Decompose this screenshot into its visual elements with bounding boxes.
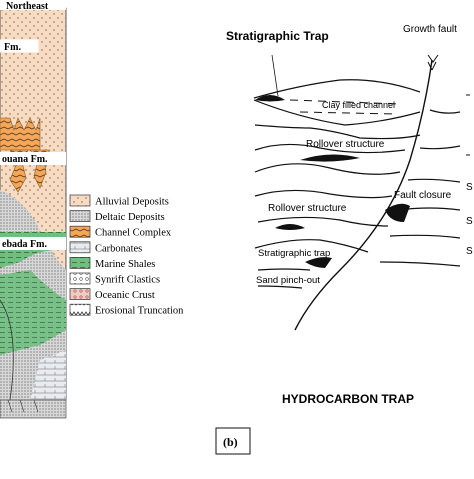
- layer-line: [389, 234, 461, 239]
- layer-line: [257, 285, 303, 289]
- layer-line: [419, 145, 461, 150]
- layer-line: [253, 99, 421, 126]
- legend-swatch-carbonates: [69, 241, 91, 254]
- trap-title: Stratigraphic Trap: [226, 29, 329, 43]
- growth-fault-label: Growth fault: [403, 24, 457, 35]
- trap-blob: [275, 224, 305, 230]
- layer-line: [257, 216, 389, 227]
- figure-caption: HYDROCARBON TRAP: [282, 392, 414, 406]
- left-cross-section: Fm. ouana Fm. ebada Fm. Northeast: [0, 0, 67, 419]
- legend-swatch-oceanic: [69, 288, 91, 300]
- layer-line: [407, 178, 461, 183]
- trap-blob: [305, 257, 332, 268]
- legend-label-marine: Marine Shales: [95, 259, 155, 270]
- clay-channel-label: Clay filled channel: [322, 100, 395, 110]
- layer-line: [254, 143, 406, 154]
- fault-closure-label: Fault closure: [394, 190, 452, 201]
- edge-letter-2: S: [466, 216, 473, 227]
- panel-label-box: [215, 427, 251, 455]
- formation-label-box-2: [0, 152, 66, 165]
- trap-blob: [255, 95, 285, 102]
- formation-label-2: ouana Fm.: [2, 154, 48, 165]
- trap-blob: [300, 154, 360, 162]
- legend-label-oceanic: Oceanic Crust: [95, 290, 155, 301]
- legend-label-deltaic: Deltaic Deposits: [95, 212, 165, 223]
- layer-line: [254, 189, 393, 199]
- legend-label-carbonates: Carbonates: [95, 243, 142, 254]
- formation-label-1: Fm.: [4, 42, 21, 53]
- legend-label-channel: Channel Complex: [95, 228, 172, 239]
- trap-pointer-line: [271, 54, 279, 97]
- formation-label-3: ebada Fm.: [2, 239, 48, 250]
- legend-label-synrift: Synrift Clastics: [95, 275, 160, 286]
- legend-label-erosional: Erosional Truncation: [95, 306, 184, 317]
- formation-label-box-1: [0, 39, 39, 53]
- layer-line: [254, 124, 421, 140]
- hydrocarbon-trap-diagram: [253, 54, 461, 331]
- edge-letter-1: S: [466, 182, 473, 193]
- legend-swatch-synrift: [69, 272, 91, 285]
- trap-blob: [385, 203, 410, 222]
- fault-arrow-down-icon: [427, 61, 437, 71]
- legend-swatch-channel: [69, 225, 91, 238]
- layer-line: [379, 261, 461, 267]
- legend-swatch-deltaic: [69, 210, 91, 222]
- layer-line: [429, 109, 461, 114]
- legend-swatch-marine: [69, 257, 91, 269]
- strat-trap-label: Stratigraphic trap: [258, 248, 330, 259]
- layer-line: [254, 163, 401, 175]
- layer-line: [253, 79, 421, 99]
- fault-arrow-up-icon: [427, 54, 439, 63]
- edge-letter-3: S: [466, 246, 473, 257]
- rollover-top-label: Rollover structure: [306, 139, 385, 150]
- panel-label: (b): [223, 435, 238, 449]
- formation-label-box-3: [0, 237, 66, 250]
- direction-label: Northeast: [6, 1, 49, 12]
- legend-swatch-alluvial: [69, 194, 91, 207]
- clay-channel-dashes: [289, 99, 401, 105]
- layer-line: [257, 268, 311, 271]
- sand-pinch-label: Sand pinch-out: [256, 275, 320, 286]
- legend-swatch-erosional: [69, 303, 91, 316]
- legend-label-alluvial: Alluvial Deposits: [95, 197, 169, 208]
- rollover-mid-label: Rollover structure: [268, 203, 347, 214]
- clay-channel-dashes: [299, 111, 396, 115]
- layer-line: [254, 239, 369, 253]
